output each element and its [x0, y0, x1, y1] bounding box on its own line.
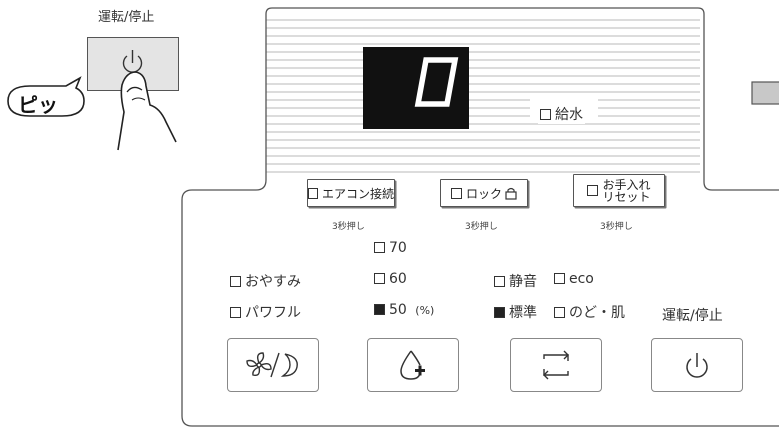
lock-lamp: [450, 187, 462, 199]
humidity-70-lamp: [374, 242, 385, 253]
aircon-link-hint: 3秒押し: [332, 222, 365, 232]
humidity-70: 70: [374, 240, 407, 256]
fan-moon-icon: [246, 352, 298, 378]
cycle-arrows-icon: [543, 350, 569, 380]
fan-mode-button[interactable]: [510, 338, 602, 392]
power-label: 運転/停止: [662, 308, 723, 324]
eco-label: eco: [569, 271, 594, 287]
water-supply-label: 給水: [555, 107, 583, 123]
water-drop-plus-icon: [400, 350, 425, 380]
quiet-label: 静音: [509, 274, 537, 290]
humidity-50: 50 (%): [374, 302, 434, 318]
fan-eco: eco: [554, 271, 594, 287]
aircon-link-label: エアコン接続: [321, 186, 394, 201]
humidity-70-label: 70: [389, 240, 407, 256]
option-sleep: おやすみ: [230, 271, 301, 291]
top-power-button[interactable]: [87, 37, 179, 91]
power-icon: [686, 353, 708, 378]
water-supply-lamp: [540, 109, 551, 120]
lock-hint: 3秒押し: [465, 222, 498, 232]
throat-skin-label: のど・肌: [569, 305, 625, 321]
care-reset-lamp: [587, 185, 599, 196]
humidity-button[interactable]: [367, 338, 459, 392]
humidity-50-label: 50: [389, 302, 407, 318]
lock-label: ロック: [465, 186, 502, 201]
standard-lamp: [494, 307, 505, 318]
powerful-label: パワフル: [245, 305, 301, 321]
care-reset-button[interactable]: お手入れ リセット: [573, 174, 665, 207]
water-supply-indicator: 給水: [538, 104, 585, 124]
aircon-link-lamp: [308, 187, 318, 199]
seven-segment-digit: [414, 57, 459, 107]
aircon-link-button[interactable]: エアコン接続: [307, 179, 395, 207]
standard-label: 標準: [509, 305, 537, 321]
humidity-60-label: 60: [389, 271, 407, 287]
humidity-unit: (%): [415, 304, 435, 317]
throat-skin-lamp: [554, 307, 565, 318]
fan-throat-skin: のど・肌: [554, 302, 625, 322]
digit-display: 0: [363, 47, 469, 129]
power-button[interactable]: [651, 338, 743, 392]
care-reset-hint: 3秒押し: [600, 222, 633, 232]
quiet-lamp: [494, 276, 505, 287]
fan-quiet: 静音: [494, 271, 537, 291]
sleep-powerful-button[interactable]: [227, 338, 319, 392]
top-power-label: 運転/停止: [98, 10, 155, 25]
lock-button[interactable]: ロック: [440, 179, 528, 207]
care-reset-label-1: お手入れ: [602, 177, 651, 192]
humidity-50-lamp: [374, 304, 385, 315]
sleep-label: おやすみ: [245, 274, 301, 290]
beep-text: ピッ: [18, 93, 58, 117]
powerful-lamp: [230, 307, 241, 318]
option-powerful: パワフル: [230, 302, 301, 322]
fan-standard: 標準: [494, 302, 537, 322]
humidity-60-lamp: [374, 273, 385, 284]
care-reset-label-2: リセット: [602, 189, 651, 204]
humidity-60: 60: [374, 271, 407, 287]
eco-lamp: [554, 273, 565, 284]
sleep-lamp: [230, 276, 241, 287]
lock-icon: [505, 187, 517, 200]
